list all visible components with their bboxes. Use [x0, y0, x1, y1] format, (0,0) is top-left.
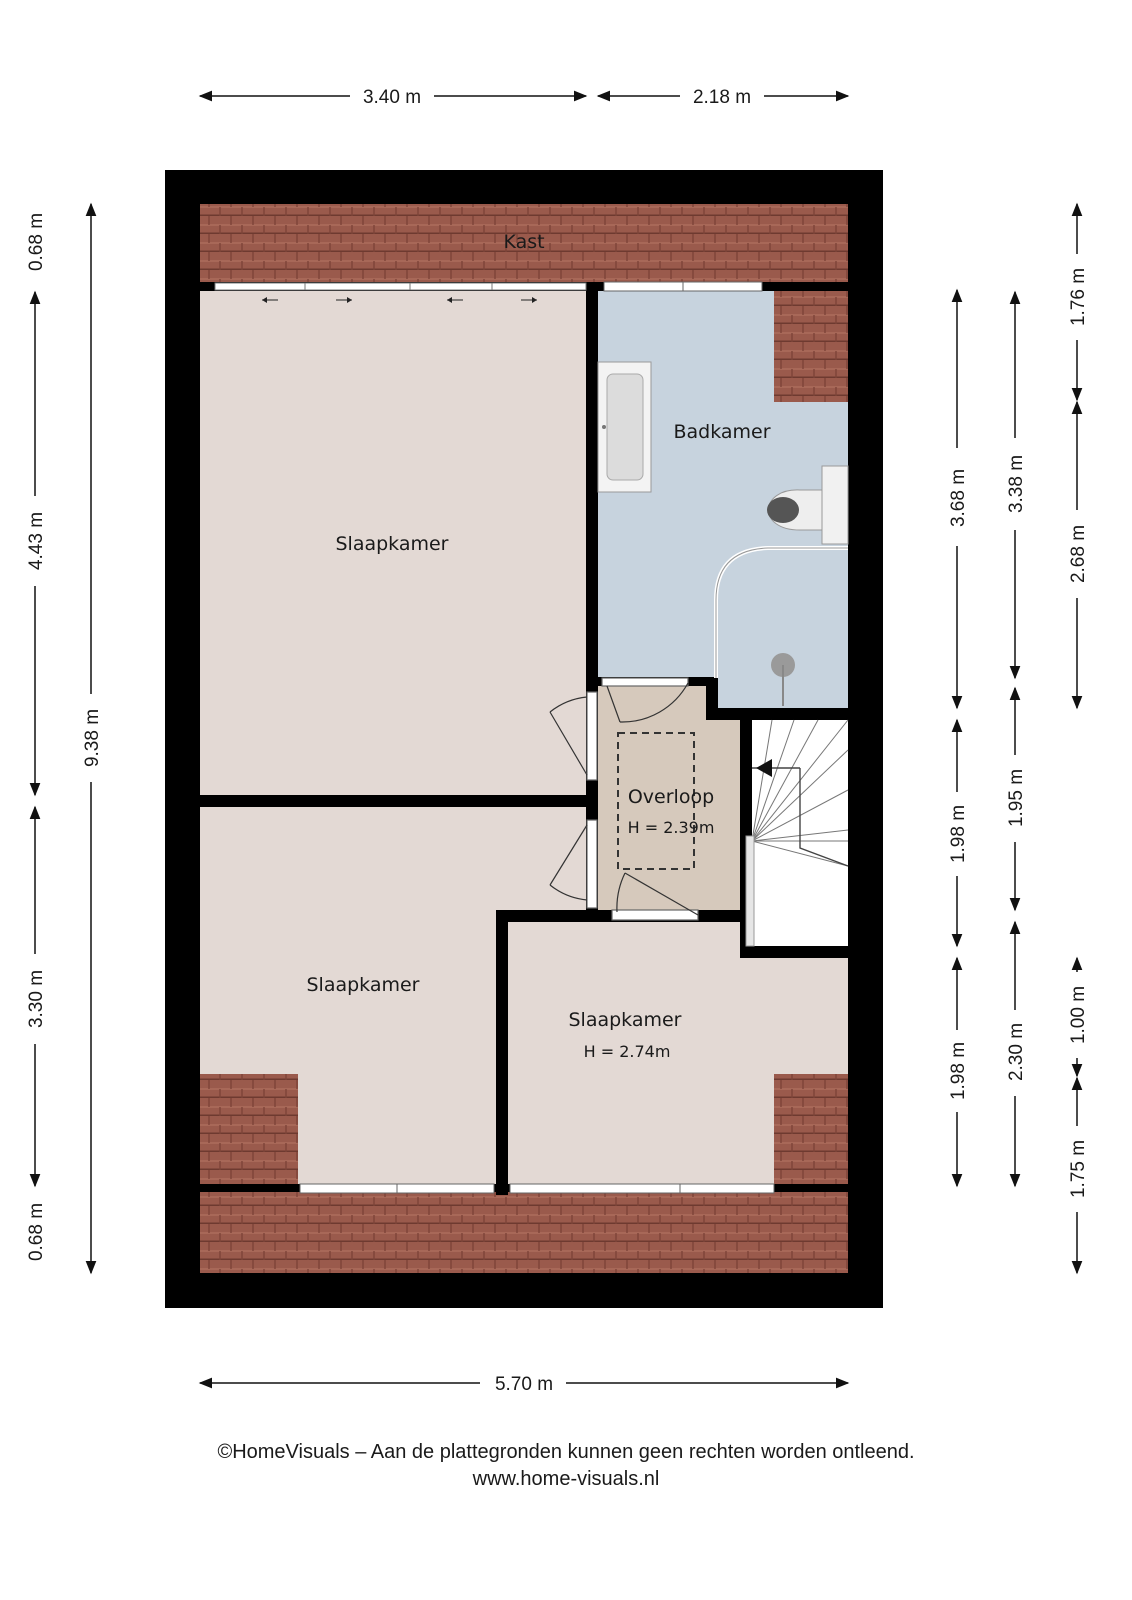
label-kast: Kast	[503, 231, 544, 253]
roof-tiles-right-top	[774, 290, 848, 402]
roof-tiles-bottom	[200, 1188, 848, 1273]
dim-bottom-total-text: 5.70 m	[495, 1374, 553, 1395]
shower	[714, 546, 848, 706]
dim-right-a-2: 1.98 m	[948, 805, 969, 863]
dim-right-c-2: 2.68 m	[1068, 525, 1089, 583]
door-slaapkamer-bottom-right	[611, 872, 699, 921]
window-bottom-left	[299, 1183, 495, 1194]
dim-left-3: 3.30 m	[26, 970, 47, 1028]
roof-tiles-right-bottom	[774, 1074, 848, 1188]
dim-right-c-1: 1.76 m	[1068, 268, 1089, 326]
roof-tiles-left-bottom	[200, 1074, 298, 1188]
dim-bottom-total: 5.70 m	[198, 1374, 850, 1395]
label-slaapkamer-bottom-left: Slaapkamer	[306, 974, 419, 996]
door-slaapkamer-bottom-left	[549, 819, 598, 909]
dim-top-left: 3.40 m	[198, 87, 588, 108]
floor-slaapkamer-top-notch	[215, 290, 586, 404]
roof-tiles-top	[200, 204, 848, 290]
label-slaapkamer-bottom-right: Slaapkamer	[568, 1009, 681, 1031]
attic-hatch	[617, 732, 695, 870]
floor-slaapkamer-bottom-left	[200, 807, 586, 1188]
dim-left-2: 4.43 m	[26, 512, 47, 570]
staircase	[745, 719, 849, 947]
wall-stair-bottom	[740, 946, 848, 958]
floor-slaapkamer-bottom-right	[508, 922, 848, 1188]
sliding-doors	[214, 282, 587, 303]
floor-badkamer	[598, 290, 848, 708]
dim-right-b-1: 3.38 m	[1006, 455, 1027, 513]
footer-copyright: ©HomeVisuals – Aan de plattegronden kunn…	[217, 1441, 915, 1463]
dim-top-right-text: 2.18 m	[693, 87, 751, 108]
wall-bath-left	[586, 282, 598, 677]
dim-right-a-3: 1.98 m	[948, 1042, 969, 1100]
door-slaapkamer-top	[549, 691, 598, 781]
dim-right-b-3: 2.30 m	[1006, 1023, 1027, 1081]
dim-top-right: 2.18 m	[596, 87, 850, 108]
wall-stair-top	[706, 708, 848, 720]
dim-left-1: 0.68 m	[26, 213, 47, 271]
window-bath-top	[603, 281, 763, 292]
dim-right-c-3: 1.00 m	[1068, 986, 1089, 1044]
window-bottom-right	[509, 1183, 775, 1194]
dim-right-c-4: 1.75 m	[1068, 1140, 1089, 1198]
wall-bedrooms-vertical	[496, 910, 508, 1195]
wall-bedroom-divider	[200, 795, 598, 807]
label-overloop-height: H = 2.39m	[628, 818, 715, 837]
label-slaapkamer-top: Slaapkamer	[335, 533, 448, 555]
dim-right-a-1: 3.68 m	[948, 469, 969, 527]
dim-top-left-text: 3.40 m	[363, 87, 421, 108]
dim-left-total-text: 9.38 m	[82, 709, 103, 767]
toilet	[767, 465, 849, 545]
door-badkamer	[601, 677, 689, 723]
bathtub	[597, 361, 652, 493]
floor-overloop	[598, 686, 748, 910]
label-overloop: Overloop	[628, 786, 714, 808]
label-badkamer: Badkamer	[673, 421, 770, 443]
footer-website[interactable]: www.home-visuals.nl	[472, 1468, 660, 1490]
dim-left-4: 0.68 m	[26, 1203, 47, 1261]
dim-right-b-2: 1.95 m	[1006, 769, 1027, 827]
label-slaapkamer-bottom-right-height: H = 2.74m	[584, 1042, 671, 1061]
